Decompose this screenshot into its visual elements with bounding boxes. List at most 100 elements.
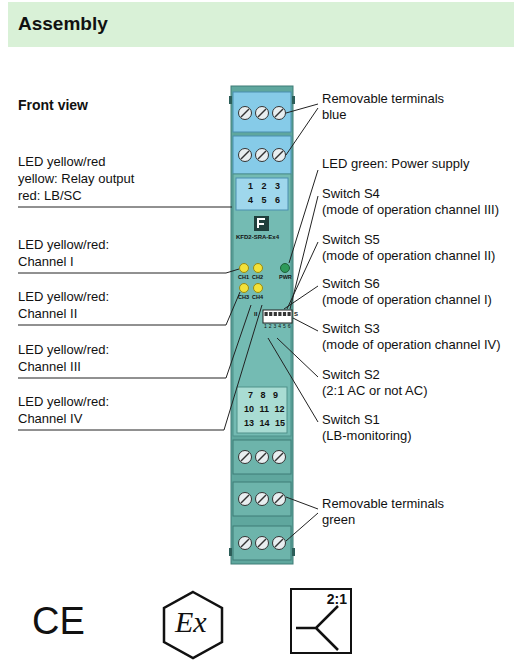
leader-line [284,286,318,309]
screw-slot [241,495,249,503]
terminal-number-plate [237,387,287,433]
split-symbol [296,606,338,650]
terminal-numbers: 10 11 12 [244,404,285,414]
screw [256,149,269,162]
screw-slot [258,151,266,159]
dip-lever [278,312,281,316]
terminal-numbers: 4 5 6 [248,195,280,205]
dip-lever [274,312,277,316]
ratio-text: 2:1 [327,591,347,607]
leader-line [18,305,262,430]
screw-slot [258,539,266,547]
callout-text: yellow: Relay output [18,172,134,187]
screw [273,149,286,162]
leader-line [277,338,318,377]
switch-numbers: 1 2 3 4 5 6 [264,324,291,330]
logo-mark [258,219,265,228]
dip-lever [265,312,268,316]
callout-text: Removable terminals [322,92,444,107]
view-caption: Front view [18,97,88,113]
callout-text: LED yellow/red: [18,343,109,358]
callout-text: blue [322,108,347,123]
screw-slot [258,109,266,117]
screw [239,451,252,464]
ex-mark: Ex [175,605,207,640]
terminal-block-green [233,526,291,560]
led-label: CH2 [252,274,263,280]
led-ch4 [254,284,263,293]
callout-text: LED green: Power supply [322,157,469,172]
rail-notch [292,96,295,104]
led-label: CH4 [252,294,263,300]
screw [239,107,252,120]
led-ch2 [254,264,263,273]
callout-text: (2:1 AC or not AC) [322,384,428,399]
screw [239,537,252,550]
led-label: CH1 [238,274,249,280]
terminal-block-green [233,440,291,474]
screw [273,451,286,464]
leader-line [18,269,239,273]
leader-line [286,513,318,541]
leader-line [18,305,251,378]
screw [273,537,286,550]
dip-levers [265,312,291,316]
terminal-numbers: 7 8 9 [248,390,278,400]
leader-line [289,170,318,263]
callout-text: Switch S1 [322,413,380,428]
screw-slot [258,453,266,461]
ce-mark: CE [32,600,85,644]
callout-text: LED yellow/red [18,155,105,170]
ratio-symbol-box: 2:1 [290,588,352,654]
screw-slot [241,453,249,461]
logo [254,216,269,231]
callout-text: (mode of operation channel II) [322,249,495,264]
callout-text: Switch S3 [322,322,380,337]
leader-line [293,318,318,331]
callout-text: Channel IV [18,412,82,427]
screw [239,493,252,506]
callout-text: (mode of operation channel III) [322,203,499,218]
screw [256,451,269,464]
leader-lines [18,104,318,541]
screw [273,493,286,506]
screw-slot [258,495,266,503]
callout-text: LED yellow/red: [18,290,109,305]
screw [256,107,269,120]
led-ch1 [240,264,249,273]
callout-text: Switch S2 [322,368,380,383]
screw-slot [275,109,283,117]
terminal-number-plate [236,178,288,210]
dip-switch [263,310,292,323]
callout-text: green [322,513,355,528]
screw-slot [241,151,249,159]
screw [256,493,269,506]
callout-text: Channel III [18,360,81,375]
terminal-numbers: 1 2 3 [248,181,280,191]
terminal-block-blue [233,136,291,174]
callout-text: red: LB/SC [18,189,82,204]
callout-text: Switch S4 [322,187,380,202]
device-housing [231,86,293,564]
terminal-block-green [233,482,291,516]
leader-line [18,207,232,208]
callout-text: (mode of operation channel I) [322,293,492,308]
leader-line [286,108,318,155]
callout-text: (LB-monitoring) [322,429,412,444]
callout-text: Switch S5 [322,233,380,248]
screw-slot [241,109,249,117]
callout-text: LED yellow/red: [18,238,109,253]
screw-slot [275,495,283,503]
callout-text: LED yellow/red: [18,395,109,410]
leader-line [290,196,318,309]
rail-notch [229,548,232,556]
led-ch3 [240,284,249,293]
rail-notch [229,96,232,104]
callout-text: Channel I [18,255,74,270]
callout-text: Removable terminals [322,497,444,512]
terminal-block-blue [233,92,291,132]
dip-lever [269,312,272,316]
callout-text: Switch S6 [322,277,380,292]
rail-notch [292,548,295,556]
callout-text: Channel II [18,307,77,322]
